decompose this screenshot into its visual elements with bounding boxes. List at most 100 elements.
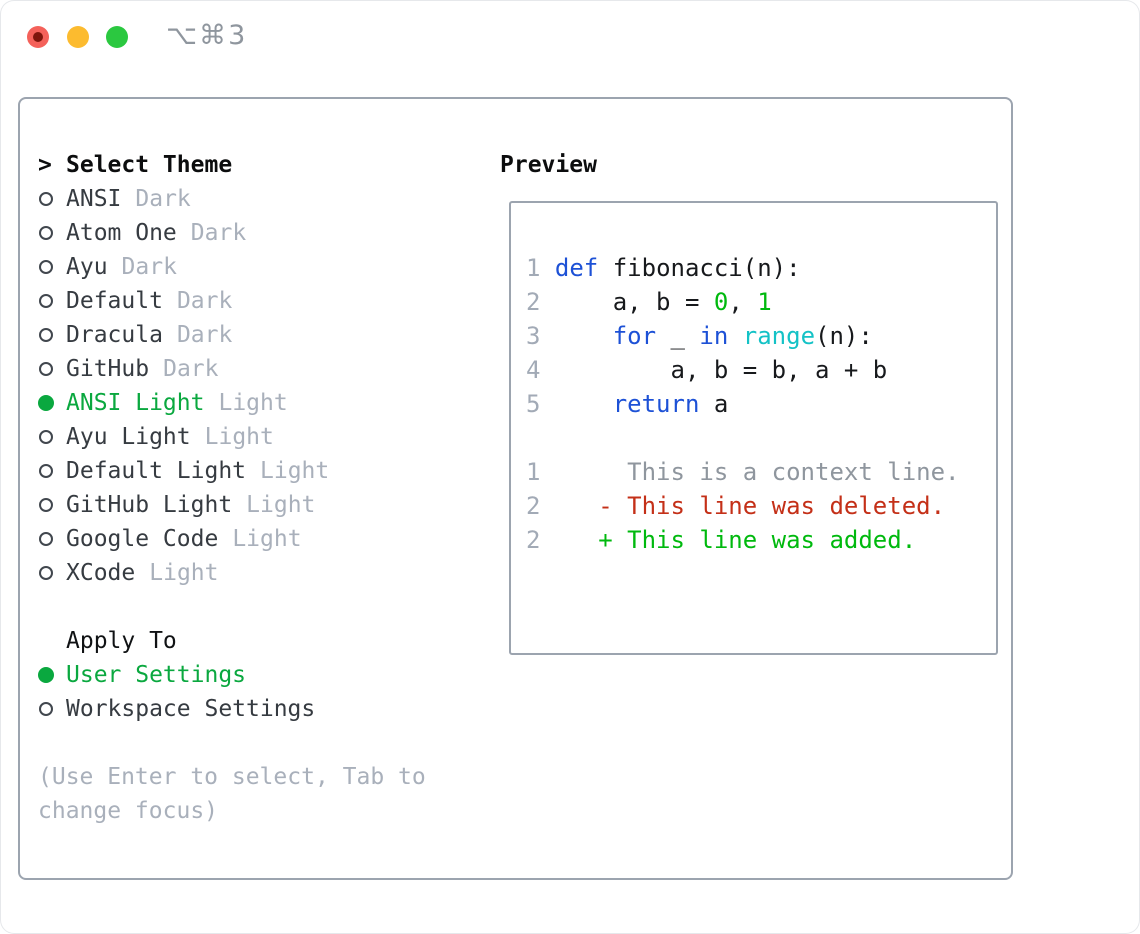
- window-shortcut-label: ⌥⌘3: [166, 20, 248, 51]
- theme-variant-badge: Dark: [121, 254, 177, 280]
- radio-marker: [38, 667, 66, 683]
- option-label: Google Code: [66, 526, 219, 552]
- theme-option-ansi-light[interactable]: ANSI Light Light: [38, 386, 329, 420]
- option-label: Ayu Light: [66, 424, 191, 450]
- theme-variant-badge: Dark: [135, 186, 191, 212]
- preview-title: Preview: [500, 152, 597, 178]
- radio-marker: [38, 702, 66, 716]
- radio-icon: [39, 294, 53, 308]
- code-segment: a, b =: [554, 288, 714, 316]
- radio-icon: [39, 566, 53, 580]
- radio-icon: [39, 498, 53, 512]
- radio-selected-icon: [38, 667, 54, 683]
- theme-option-github-light[interactable]: GitHub Light Light: [38, 488, 329, 522]
- option-label: Default: [66, 288, 163, 314]
- radio-icon: [39, 430, 53, 444]
- code-segment: [555, 390, 613, 418]
- line-number: [526, 424, 555, 452]
- radio-selected-icon: [38, 395, 54, 411]
- theme-variant-badge: Light: [204, 424, 274, 450]
- option-label: GitHub: [66, 356, 150, 382]
- theme-variant-badge: Light: [246, 492, 316, 518]
- preview-line: 3 for _ in range(n):: [526, 319, 996, 353]
- close-button[interactable]: [27, 26, 49, 48]
- preview-line: 5 return a: [526, 387, 996, 421]
- apply-to-title: Apply To: [66, 628, 177, 654]
- line-number: 3: [526, 322, 555, 350]
- line-number: 1: [526, 458, 555, 486]
- radio-icon: [39, 260, 53, 274]
- option-label: GitHub Light: [66, 492, 233, 518]
- theme-variant-badge: Light: [260, 458, 330, 484]
- preview-line: 2 a, b = 0, 1: [526, 285, 996, 319]
- radio-icon: [39, 702, 53, 716]
- code-segment: This is a context line.: [554, 458, 960, 486]
- radio-icon: [39, 226, 53, 240]
- select-theme-header: > Select Theme: [38, 148, 329, 182]
- theme-option-google-code[interactable]: Google Code Light: [38, 522, 329, 556]
- radio-marker: [38, 430, 66, 444]
- radio-marker: [38, 566, 66, 580]
- code-segment: range: [742, 322, 816, 350]
- option-label: User Settings: [66, 662, 247, 688]
- theme-variant-badge: Dark: [190, 220, 247, 246]
- radio-marker: [38, 498, 66, 512]
- theme-option-atom-one[interactable]: Atom One Dark: [38, 216, 329, 250]
- code-segment: - This line was deleted.: [554, 492, 946, 520]
- preview-line: 1 This is a context line.: [526, 455, 996, 489]
- code-segment: in: [699, 322, 729, 350]
- code-segment: for: [612, 322, 657, 350]
- preview-line: [526, 421, 996, 455]
- line-number: 2: [526, 492, 555, 520]
- line-number: 4: [526, 356, 555, 384]
- option-label: Atom One: [66, 220, 177, 246]
- code-segment: fibonacci(n):: [598, 254, 801, 282]
- option-label: Default Light: [66, 458, 247, 484]
- line-number: 1: [526, 254, 555, 282]
- theme-variant-badge: Light: [218, 390, 288, 416]
- option-label: ANSI Light: [66, 390, 205, 416]
- preview-line: 2 - This line was deleted.: [526, 489, 996, 523]
- theme-option-default-light[interactable]: Default Light Light: [38, 454, 329, 488]
- code-segment: return: [612, 390, 700, 418]
- option-label: Workspace Settings: [66, 696, 316, 722]
- code-segment: 1: [757, 288, 772, 316]
- cursor-icon: >: [38, 152, 52, 178]
- option-label: Ayu: [66, 254, 108, 280]
- radio-marker: [38, 226, 66, 240]
- line-number: 5: [526, 390, 555, 418]
- apply-option-workspace-settings[interactable]: Workspace Settings: [38, 692, 315, 726]
- code-segment: [555, 322, 613, 350]
- hint-line-2: change focus): [38, 798, 219, 824]
- theme-option-ayu-light[interactable]: Ayu Light Light: [38, 420, 329, 454]
- titlebar: ⌥⌘3: [0, 0, 1140, 74]
- option-label: ANSI: [66, 186, 122, 212]
- zoom-button[interactable]: [106, 26, 128, 48]
- theme-option-ansi[interactable]: ANSI Dark: [38, 182, 329, 216]
- code-segment: a: [699, 390, 729, 418]
- theme-option-ayu[interactable]: Ayu Dark: [38, 250, 329, 284]
- line-number: 2: [526, 526, 555, 554]
- minimize-button[interactable]: [67, 26, 89, 48]
- radio-marker: [38, 395, 66, 411]
- radio-marker: [38, 260, 66, 274]
- radio-icon: [39, 362, 53, 376]
- theme-variant-badge: Light: [232, 526, 302, 552]
- apply-to-header: Apply To: [38, 624, 315, 658]
- radio-icon: [39, 328, 53, 342]
- code-segment: def: [554, 254, 599, 282]
- theme-variant-badge: Dark: [176, 322, 233, 348]
- apply-option-user-settings[interactable]: User Settings: [38, 658, 315, 692]
